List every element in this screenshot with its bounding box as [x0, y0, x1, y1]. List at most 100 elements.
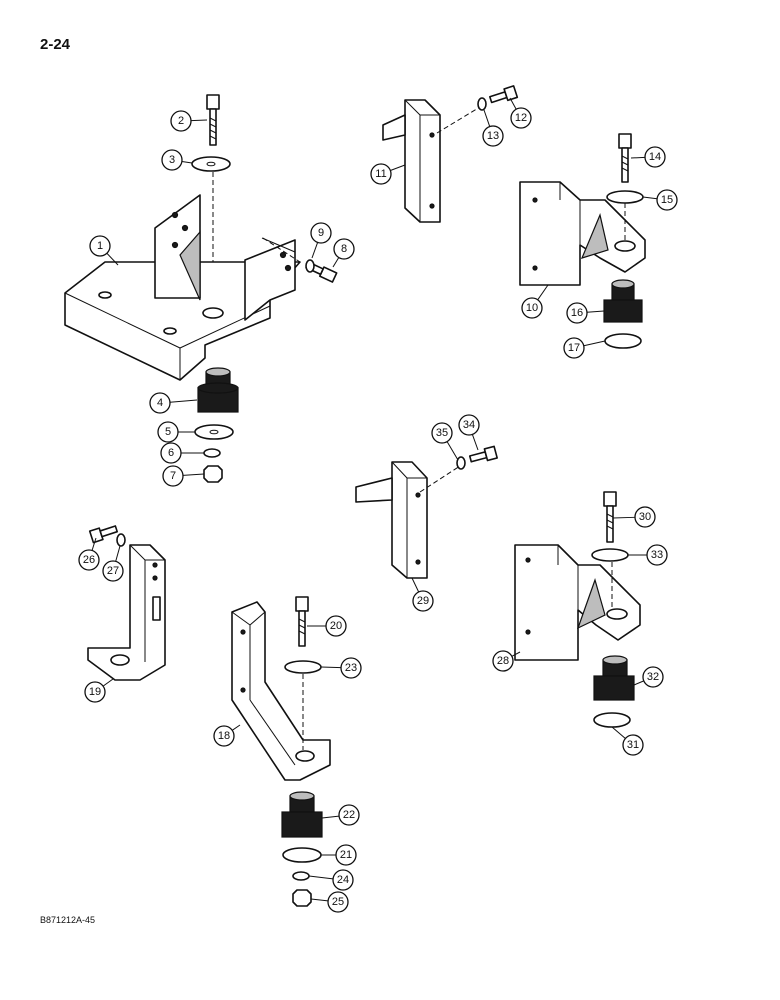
callout-circle: [622, 734, 644, 756]
callout-circle: [102, 560, 124, 582]
callout-35: 35: [431, 422, 459, 461]
callout-circle: [340, 657, 362, 679]
callout-label: 5: [165, 426, 171, 438]
leader-line: [642, 196, 658, 200]
callout-19: 19: [84, 678, 114, 703]
callout-15: 15: [642, 189, 678, 211]
callout-circle: [162, 465, 184, 487]
callout-18: 18: [213, 724, 241, 747]
callout-circle: [78, 549, 100, 571]
callout-21: 21: [321, 844, 357, 866]
leader-line: [320, 666, 342, 669]
callout-3: 3: [161, 149, 193, 171]
leader-line: [446, 441, 459, 461]
callout-label: 21: [340, 849, 352, 861]
callout-label: 35: [436, 427, 448, 439]
bracket-11: [382, 85, 519, 223]
callout-circle: [510, 107, 532, 129]
leader-line: [509, 97, 517, 110]
leader-line: [612, 516, 636, 519]
callout-label: 11: [375, 168, 386, 180]
callout-23: 23: [320, 657, 362, 679]
callout-circle: [412, 590, 434, 612]
callout-circle: [458, 414, 480, 436]
callout-circle: [431, 422, 453, 444]
bracket-29: [355, 445, 498, 579]
callout-circle: [89, 235, 111, 257]
washer-3: [191, 156, 231, 172]
callout-label: 26: [83, 554, 95, 566]
isolator-4: [197, 367, 239, 413]
leader-line: [169, 399, 198, 403]
callout-32: 32: [633, 666, 664, 688]
leader-line: [511, 651, 521, 657]
callout-22: 22: [321, 804, 360, 826]
leader-line: [106, 252, 119, 266]
leader-line: [102, 678, 114, 687]
callout-label: 16: [571, 307, 583, 319]
callout-label: 18: [218, 730, 230, 742]
leader-line: [586, 310, 605, 313]
bracket-18: [231, 596, 331, 907]
callout-circle: [634, 506, 656, 528]
callout-circle: [335, 844, 357, 866]
page-number: 2-24: [40, 36, 71, 53]
callout-circle: [521, 297, 543, 319]
callout-label: 8: [341, 243, 347, 255]
callout-26: 26: [78, 537, 100, 571]
callout-circle: [327, 891, 349, 913]
callout-9: 9: [310, 222, 332, 259]
leader-line: [633, 680, 644, 686]
callout-circle: [642, 666, 664, 688]
bracket-19: [87, 525, 166, 681]
callout-circle: [333, 238, 355, 260]
callout-circle: [566, 302, 588, 324]
callout-circle: [482, 125, 504, 147]
callout-27: 27: [102, 545, 124, 582]
callout-label: 19: [89, 686, 101, 698]
leader-line: [321, 815, 340, 819]
callout-8: 8: [332, 238, 355, 268]
callout-4: 4: [149, 392, 198, 414]
callout-circle: [310, 222, 332, 244]
callout-2: 2: [170, 110, 208, 132]
leader-line: [182, 473, 205, 476]
callout-label: 30: [639, 511, 651, 523]
figure-code: B871212A-45: [40, 915, 96, 925]
leader-line: [190, 119, 208, 122]
callout-label: 23: [345, 662, 357, 674]
bracket-1: [64, 94, 338, 483]
leader-line: [583, 340, 606, 347]
callout-label: 31: [627, 739, 639, 751]
leader-line: [310, 898, 329, 902]
callout-label: 20: [330, 620, 342, 632]
callout-label: 22: [343, 809, 355, 821]
callout-28: 28: [492, 650, 521, 672]
leader-line: [630, 156, 646, 159]
callout-circle: [644, 146, 666, 168]
leader-line: [411, 577, 420, 593]
callout-1: 1: [89, 235, 119, 266]
callout-circle: [332, 869, 354, 891]
callout-circle: [170, 110, 192, 132]
callout-16: 16: [566, 302, 605, 324]
callout-17: 17: [563, 337, 606, 359]
callout-circle: [370, 163, 392, 185]
callout-14: 14: [630, 146, 666, 168]
callout-5: 5: [157, 421, 195, 443]
leader-line: [311, 242, 319, 259]
bolt-2: [206, 94, 220, 146]
callout-label: 4: [157, 397, 163, 409]
callout-label: 13: [487, 130, 499, 142]
callout-label: 34: [463, 419, 475, 431]
leader-line: [537, 284, 549, 301]
callout-7: 7: [162, 465, 205, 487]
leader-line: [181, 160, 193, 164]
callout-label: 32: [647, 671, 659, 683]
callout-29: 29: [411, 577, 434, 612]
callout-label: 17: [568, 342, 580, 354]
leader-line: [611, 726, 626, 739]
callout-25: 25: [310, 891, 349, 913]
callout-circle: [213, 725, 235, 747]
